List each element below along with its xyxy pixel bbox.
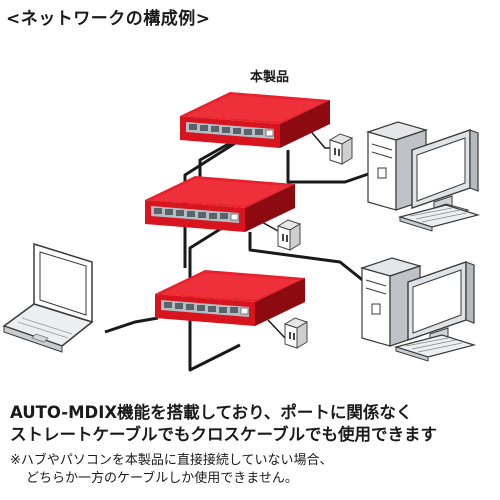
feature-description: AUTO-MDIX機能を搭載しており、ポートに関係なく ストレートケーブルでもク… — [10, 402, 494, 446]
description-line: ストレートケーブルでもクロスケーブルでも使用できます — [10, 425, 438, 444]
footnote: ※ハブやパソコンを本製品に直接接続していない場合、 どちらか一方のケーブルしか使… — [10, 452, 494, 488]
note-line: どちらか一方のケーブルしか使用できません。 — [26, 471, 298, 486]
power-adapter-icon — [277, 219, 301, 251]
network-hub-icon — [179, 91, 331, 149]
product-label: 本製品 — [250, 70, 290, 85]
cable-top-to-bottom-hub — [183, 138, 241, 268]
cable-to-laptop — [104, 316, 159, 334]
page-title: <ネットワークの構成例> — [6, 9, 211, 29]
laptop-icon — [2, 242, 94, 353]
power-adapter-icon — [284, 317, 308, 349]
cable-to-bottom-pc — [248, 232, 366, 284]
power-adapter-icon — [329, 133, 353, 165]
network-hub-icon — [154, 269, 306, 327]
cables — [104, 138, 381, 372]
cable-to-top-pc — [286, 150, 381, 184]
network-hub-icon — [144, 175, 296, 233]
description-line: AUTO-MDIX機能を搭載しており、ポートに関係なく — [10, 403, 413, 422]
network-diagram — [2, 91, 479, 372]
note-line: ※ハブやパソコンを本製品に直接接続していない場合、 — [10, 453, 333, 468]
keyboard-icon — [399, 204, 479, 232]
